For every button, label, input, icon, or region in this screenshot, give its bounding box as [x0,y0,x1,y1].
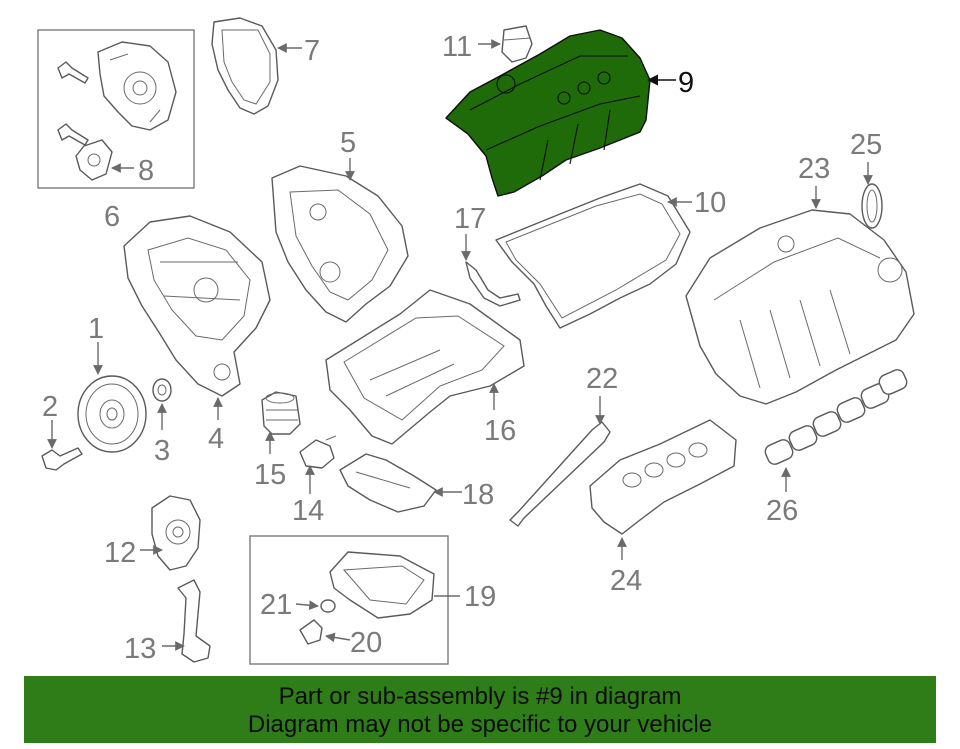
gasket-part-7[interactable] [211,17,279,115]
oil-pressure-sensor-part-14[interactable] [299,435,337,469]
oil-filter-part-15[interactable] [261,391,301,435]
valve-cover-part-9[interactable] [445,29,651,197]
intake-manifold-lower-part-24[interactable] [589,419,737,535]
valve-cover-gasket-part-10[interactable] [495,183,691,329]
washer-part-21[interactable] [320,599,336,613]
gasket-strip-part-17[interactable] [465,261,521,307]
callout-4: 4 [208,423,224,455]
water-pump-part-6[interactable] [97,41,177,131]
dipstick-part-22[interactable] [509,421,611,527]
banner-line-1: Part or sub-assembly is #9 in diagram [278,683,682,710]
timing-cover-part-5[interactable] [271,165,409,323]
oil-strainer-part-13[interactable] [177,579,211,663]
banner-line-2: Diagram may not be specific to your vehi… [247,711,713,738]
oil-pump-part-12[interactable] [151,495,201,571]
group-box-6 [37,29,195,189]
callout-18: 18 [462,479,494,511]
callout-25: 25 [850,129,882,161]
callout-15: 15 [254,459,286,491]
callout-9: 9 [678,67,694,99]
callout-19: 19 [464,581,496,613]
callout-3: 3 [154,435,170,467]
seal-part-3[interactable] [152,378,172,402]
intake-manifold-upper-part-23[interactable] [685,209,915,405]
crank-pulley-part-1[interactable] [77,375,147,453]
callout-23: 23 [798,153,830,185]
bolt-part-2[interactable] [41,447,83,471]
intake-gaskets-part-26[interactable] [763,368,909,467]
bolt-part-6b[interactable] [57,123,89,146]
callout-24: 24 [610,565,642,597]
callout-12: 12 [104,537,136,569]
callout-17: 17 [454,203,486,235]
callout-10: 10 [694,187,726,219]
callout-11: 11 [442,31,472,63]
bolt-part-6a[interactable] [57,61,89,84]
oil-pan-lower-part-19[interactable] [329,551,435,619]
drain-plug-part-20[interactable] [299,619,323,645]
callout-21: 21 [260,589,292,621]
callout-5: 5 [340,127,356,159]
callout-13: 13 [124,633,156,665]
callout-2: 2 [42,391,58,423]
front-cover-part-4[interactable] [123,215,271,397]
callout-16: 16 [484,415,516,447]
oil-cap-part-11[interactable] [501,25,533,63]
info-banner: Part or sub-assembly is #9 in diagram Di… [24,676,936,743]
o-ring-part-25[interactable] [861,183,883,229]
callout-7: 7 [304,35,320,67]
callout-22: 22 [586,363,618,395]
callout-26: 26 [766,495,798,527]
callout-6: 6 [104,201,120,233]
callout-20: 20 [350,627,382,659]
oil-pan-upper-part-16[interactable] [325,289,525,445]
callout-8: 8 [138,155,154,187]
baffle-plate-part-18[interactable] [339,453,437,513]
thermostat-part-8[interactable] [75,139,113,181]
callout-1: 1 [88,313,104,345]
callout-14: 14 [292,495,324,527]
group-box-19 [249,535,449,665]
